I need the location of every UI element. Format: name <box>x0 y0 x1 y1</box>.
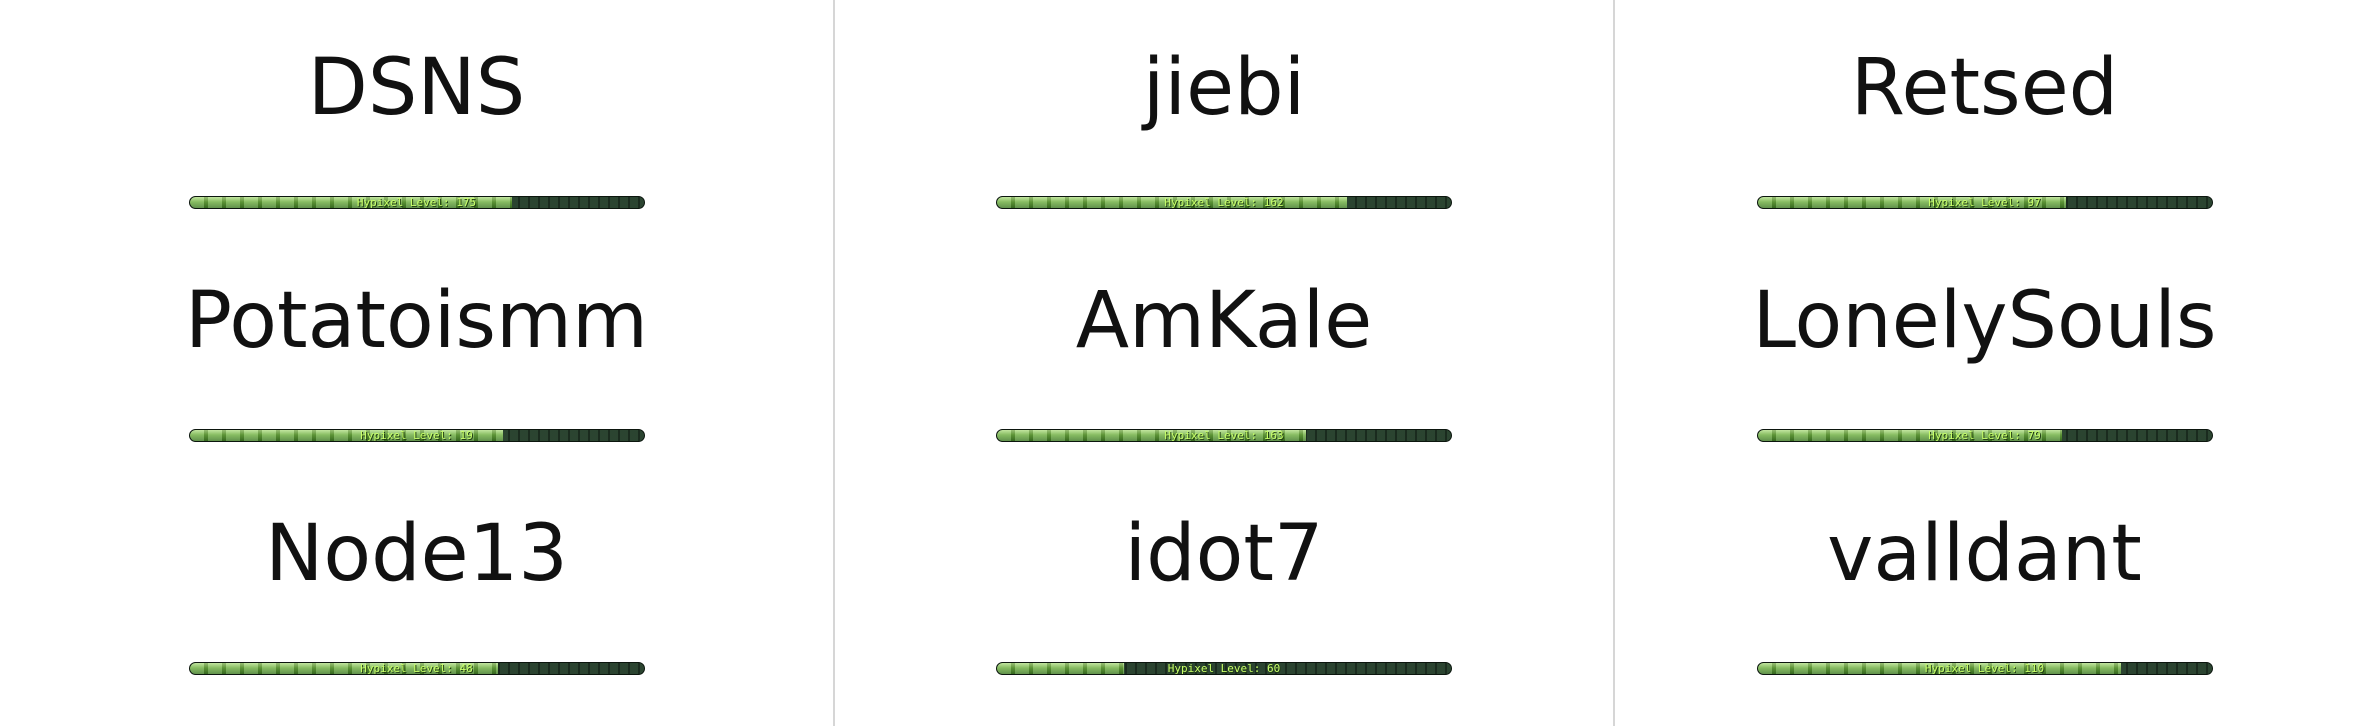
level-label: Hypixel Level: 48 <box>360 662 473 675</box>
player-name: LonelySouls <box>1752 276 2217 366</box>
level-progress-bar: Hypixel Level: 162 <box>996 196 1452 209</box>
level-label: Hypixel Level: 163 <box>1164 429 1284 442</box>
level-progress-bar: Hypixel Level: 163 <box>996 429 1452 442</box>
player-name: DSNS <box>307 43 526 133</box>
level-bar-fill <box>189 663 499 674</box>
level-bar-fill <box>1757 430 2062 441</box>
player-name: valldant <box>1827 509 2142 599</box>
level-progress-bar: Hypixel Level: 175 <box>188 196 645 209</box>
player-name: Retsed <box>1850 43 2119 133</box>
level-bar-fill <box>1757 197 2067 208</box>
player-name: jiebi <box>1142 43 1306 133</box>
player-card: Retsed Hypixel Level: 97 <box>1615 0 2354 233</box>
level-bar-fill <box>189 197 512 208</box>
level-progress-bar: Hypixel Level: 97 <box>1756 196 2213 209</box>
level-bar-fill <box>189 430 503 441</box>
level-label: Hypixel Level: 79 <box>1928 429 2041 442</box>
level-label: Hypixel Level: 162 <box>1164 196 1284 209</box>
level-label: Hypixel Level: 175 <box>356 196 477 209</box>
level-bar-fill <box>997 663 1125 674</box>
player-name: Potatoismm <box>185 276 648 366</box>
level-label: Hypixel Level: 110 <box>1924 662 2045 675</box>
level-progress-bar: Hypixel Level: 19 <box>188 429 645 442</box>
player-column-1: DSNS Hypixel Level: 175 Potatoismm Hypix… <box>0 0 833 726</box>
level-bar-track <box>997 663 1451 674</box>
level-bar-fill <box>1757 663 2121 674</box>
level-bar-fill <box>997 430 1306 441</box>
player-card: jiebi Hypixel Level: 162 <box>835 0 1613 233</box>
level-progress-bar: Hypixel Level: 60 <box>996 662 1452 675</box>
player-card: idot7 Hypixel Level: 60 <box>835 466 1613 699</box>
player-name: Node13 <box>265 509 568 599</box>
player-card: Potatoismm Hypixel Level: 19 <box>0 233 833 466</box>
level-label: Hypixel Level: 97 <box>1928 196 2041 209</box>
player-column-3: Retsed Hypixel Level: 97 LonelySouls Hyp… <box>1613 0 2354 726</box>
level-label: Hypixel Level: 19 <box>360 429 473 442</box>
level-progress-bar: Hypixel Level: 48 <box>188 662 645 675</box>
player-card: AmKale Hypixel Level: 163 <box>835 233 1613 466</box>
level-progress-bar: Hypixel Level: 79 <box>1756 429 2213 442</box>
player-card: Node13 Hypixel Level: 48 <box>0 466 833 699</box>
player-name: AmKale <box>1075 276 1373 366</box>
level-progress-bar: Hypixel Level: 110 <box>1756 662 2213 675</box>
player-column-2: jiebi Hypixel Level: 162 AmKale Hypixel … <box>833 0 1613 726</box>
player-card: LonelySouls Hypixel Level: 79 <box>1615 233 2354 466</box>
player-card: valldant Hypixel Level: 110 <box>1615 466 2354 699</box>
level-label: Hypixel Level: 60 <box>1167 662 1281 675</box>
player-card: DSNS Hypixel Level: 175 <box>0 0 833 233</box>
level-bar-fill <box>997 197 1347 208</box>
player-name: idot7 <box>1124 509 1324 599</box>
